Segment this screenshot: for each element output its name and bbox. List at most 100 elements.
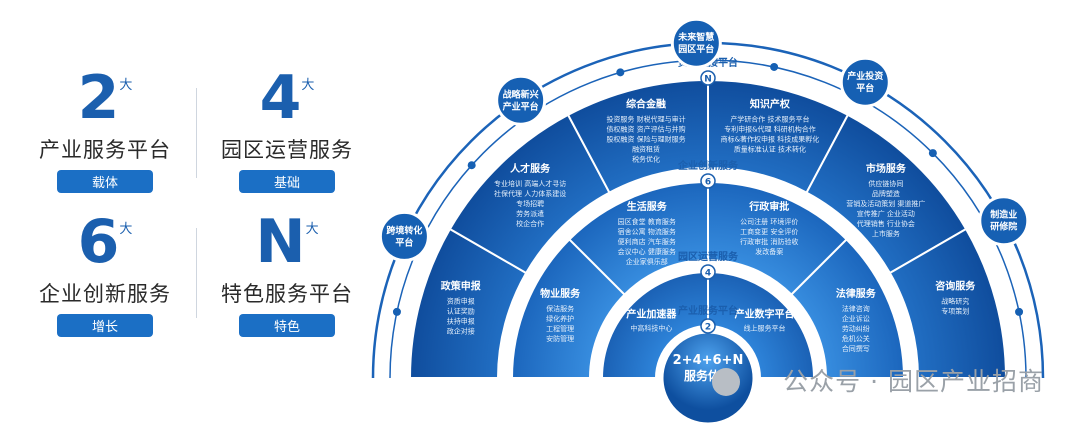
stat-number: 2 xyxy=(77,63,120,133)
outer-node xyxy=(495,74,547,126)
stat-number: 4 xyxy=(259,63,302,133)
n-segment-item: 扶持申报 xyxy=(447,317,475,326)
outer-node-label: 产业投资 xyxy=(847,70,883,82)
orbit-dot xyxy=(928,149,937,158)
six-segment-title: 行政审批 xyxy=(748,200,789,213)
six-segment-item: 企业诉讼 xyxy=(842,314,870,323)
ring-two-badge-text: 2 xyxy=(705,323,711,333)
outer-node-label: 制造业 xyxy=(990,209,1017,221)
six-segment-item: 安防管理 xyxy=(546,334,574,343)
outer-node-label: 跨境转化 xyxy=(386,224,422,236)
six-segment-item: 园区食堂 教育服务 xyxy=(618,217,676,226)
four-segment-sub: 线上服务平台 xyxy=(744,323,786,332)
ring-six-badge xyxy=(700,173,716,189)
ring-four-badge xyxy=(700,264,716,280)
n-segment-title: 咨询服务 xyxy=(935,280,976,293)
stat-suffix: 大 xyxy=(301,78,315,93)
four-segment-sub: 中高科技中心 xyxy=(630,323,672,332)
six-segment-item: 公司注册 环境评价 xyxy=(740,217,798,226)
ring-n-badge-text: N xyxy=(704,75,712,85)
n-segment-item: 上市服务 xyxy=(872,229,900,238)
n-segment-item: 质量标准认证 技术转化 xyxy=(734,145,806,154)
six-segment-item: 危机公关 xyxy=(842,334,870,343)
wechat-icon xyxy=(712,368,740,396)
n-segment-item: 政企对接 xyxy=(447,327,475,336)
n-segment-item: 专业培训 高端人才寻访 xyxy=(494,179,566,188)
outer-node-label: 产业平台 xyxy=(503,100,539,112)
n-segment-item: 债权融资 资产评估与并购 xyxy=(606,125,685,134)
stat-number: 6 xyxy=(77,207,120,277)
n-segment-item: 营销及活动策划 渠道推广 xyxy=(846,199,925,208)
n-segment-title: 人才服务 xyxy=(510,162,551,175)
outer-node-label: 研修院 xyxy=(990,221,1017,233)
n-segment-item: 宣传推广 企业活动 xyxy=(857,209,915,218)
six-segment-item: 合同撰写 xyxy=(842,344,870,353)
stat-tag: 载体 xyxy=(57,170,153,193)
stat-title: 企业创新服务 xyxy=(39,282,171,306)
stat-park-operation: 4大 园区运营服务 基础 xyxy=(212,68,362,193)
n-segment-item: 社保代理 人力体系建设 xyxy=(494,189,566,198)
outer-node-label: 未来智慧 xyxy=(677,31,714,43)
stat-suffix: 大 xyxy=(305,222,319,237)
outer-node xyxy=(839,56,891,108)
stat-title: 特色服务平台 xyxy=(221,282,353,306)
six-segment-item: 发改备案 xyxy=(755,247,783,256)
stat-special-platform: N大 特色服务平台 特色 xyxy=(212,212,362,337)
outer-node xyxy=(978,195,1030,247)
stat-number: N xyxy=(255,207,306,277)
ring-n-badge xyxy=(700,70,716,86)
stat-tag: 基础 xyxy=(239,170,335,193)
stat-suffix: 大 xyxy=(119,78,133,93)
six-segment-item: 宿舍公寓 物流服务 xyxy=(618,227,676,236)
four-segment xyxy=(600,270,709,379)
n-segment-item: 专项策划 xyxy=(941,307,969,316)
outer-node-label: 战略新兴 xyxy=(503,88,539,100)
six-segment-item: 工商变更 安全评价 xyxy=(740,227,798,236)
n-segment-item: 融资租赁 xyxy=(632,145,660,154)
orbit-dot xyxy=(1015,307,1024,316)
n-segment-title: 知识产权 xyxy=(749,98,791,111)
four-segment xyxy=(707,270,816,379)
ring-two-badge xyxy=(700,318,716,334)
six-segment-item: 企业家俱乐部 xyxy=(626,257,668,266)
n-segment-item: 品牌塑造 xyxy=(872,189,900,198)
n-segment-title: 市场服务 xyxy=(866,162,907,175)
orbit-dot xyxy=(616,68,625,77)
n-segment-item: 认证奖励 xyxy=(447,307,475,316)
n-segment-item: 商标&著作权申报 科技成果孵化 xyxy=(721,135,820,144)
six-segment-item: 保洁服务 xyxy=(546,304,574,313)
six-segment-title: 生活服务 xyxy=(627,200,668,213)
ring-six-label: 企业创新服务 xyxy=(677,159,739,172)
n-segment-item: 代理销售 行业协会 xyxy=(857,219,915,228)
six-segment-item: 会议中心 健康服务 xyxy=(618,247,676,256)
n-segment-item: 税务优化 xyxy=(632,155,660,164)
outer-node-label: 园区平台 xyxy=(678,43,714,55)
six-segment-item: 工程管理 xyxy=(546,324,574,333)
four-segment-title: 产业数字平台 xyxy=(735,307,795,320)
n-segment-item: 资质申报 xyxy=(447,297,475,306)
orbit-dot xyxy=(770,62,779,71)
stat-enterprise-innovation: 6大 企业创新服务 增长 xyxy=(30,212,180,337)
ring-six-badge-text: 6 xyxy=(705,178,711,188)
six-segment-item: 法律咨询 xyxy=(842,304,870,313)
outer-node-label: 平台 xyxy=(395,236,413,248)
n-segment-item: 产学研合作 技术服务平台 xyxy=(730,115,809,124)
six-segment-item: 绿化养护 xyxy=(546,314,574,323)
six-segment-title: 物业服务 xyxy=(540,287,581,300)
watermark: 公众号 · 园区产业招商 xyxy=(783,367,1044,396)
four-segment-title: 产业加速器 xyxy=(626,307,677,320)
n-segment-item: 劳务派遣 xyxy=(516,209,544,218)
six-segment-title: 法律服务 xyxy=(836,287,877,300)
n-segment-item: 专场招聘 xyxy=(516,199,544,208)
n-segment-item: 专利申报&代理 科研机构合作 xyxy=(724,125,816,134)
n-segment-title: 综合金融 xyxy=(626,98,666,111)
n-segment-item: 投资服务 财税代理与审计 xyxy=(606,115,685,124)
stat-industry-platform: 2大 产业服务平台 载体 xyxy=(30,68,180,193)
outer-node xyxy=(378,210,430,262)
ring-four-label: 园区运营服务 xyxy=(678,250,739,263)
outer-node-label: 平台 xyxy=(856,82,874,94)
ring-two-label: 产业服务平台 xyxy=(678,304,738,317)
stat-title: 园区运营服务 xyxy=(221,138,353,162)
